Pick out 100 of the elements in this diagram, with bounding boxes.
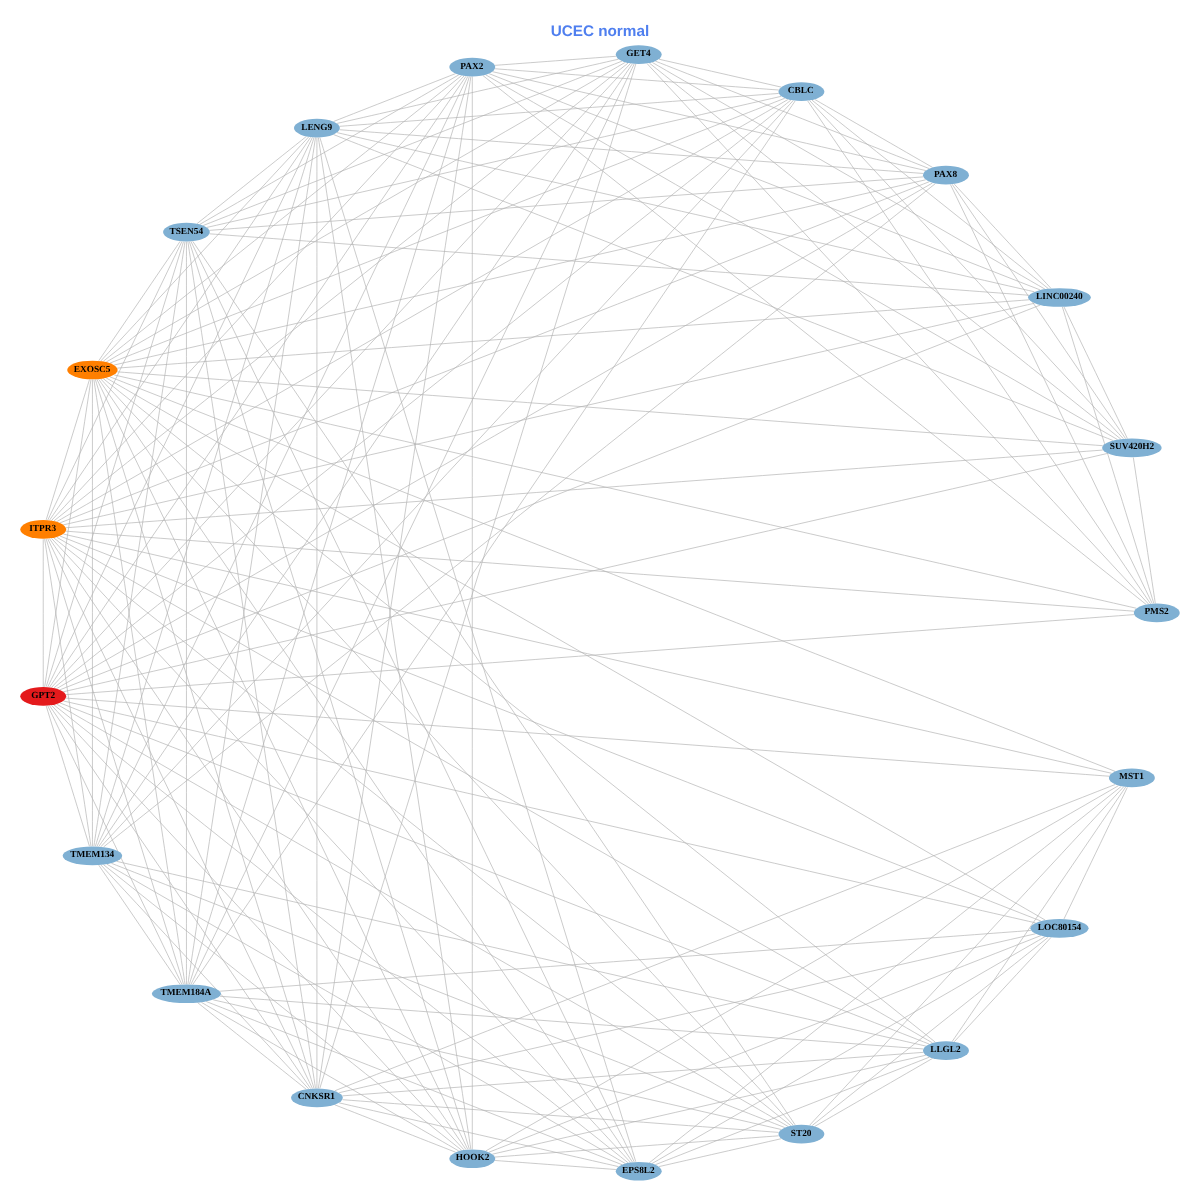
connector bbox=[654, 59, 930, 168]
connector bbox=[53, 703, 629, 1163]
connector bbox=[95, 136, 315, 846]
connector bbox=[219, 929, 1032, 991]
connector bbox=[334, 1103, 456, 1152]
connector bbox=[51, 74, 465, 520]
connector bbox=[209, 232, 1030, 295]
connector bbox=[212, 998, 782, 1129]
connector bbox=[96, 378, 469, 1149]
diagram-title: UCEC normal bbox=[550, 21, 650, 40]
connector bbox=[342, 1098, 779, 1132]
connector bbox=[42, 537, 44, 687]
connector bbox=[950, 183, 1153, 603]
connector bbox=[342, 1051, 924, 1096]
connector bbox=[102, 377, 936, 1042]
connector bbox=[187, 136, 316, 984]
connector bbox=[814, 1057, 933, 1126]
connector bbox=[103, 74, 462, 361]
connector bbox=[109, 96, 786, 363]
connector bbox=[105, 60, 626, 362]
connector bbox=[100, 135, 309, 361]
connector bbox=[1063, 786, 1128, 919]
connector bbox=[658, 1137, 782, 1166]
connector bbox=[49, 136, 311, 520]
connector bbox=[53, 98, 792, 688]
connector bbox=[339, 128, 924, 173]
connector bbox=[96, 75, 469, 846]
connector bbox=[65, 613, 1135, 694]
connector bbox=[47, 704, 183, 984]
connector bbox=[648, 785, 1122, 1163]
connector bbox=[49, 537, 467, 1149]
connector bbox=[92, 378, 93, 846]
connector bbox=[658, 57, 782, 87]
connector bbox=[1133, 456, 1156, 603]
connector bbox=[333, 133, 1114, 440]
connector bbox=[494, 1134, 779, 1157]
connector bbox=[98, 863, 181, 984]
connector bbox=[62, 452, 1108, 692]
connector bbox=[100, 377, 794, 1125]
connector bbox=[189, 240, 470, 1149]
connector bbox=[333, 72, 456, 121]
connector bbox=[109, 375, 1116, 771]
connector bbox=[202, 59, 623, 225]
connector bbox=[44, 378, 92, 687]
connector bbox=[45, 240, 184, 686]
connector bbox=[56, 535, 933, 1043]
connector bbox=[116, 860, 927, 1046]
connector bbox=[59, 303, 1041, 690]
connector bbox=[190, 240, 635, 1162]
connector bbox=[56, 98, 789, 521]
connector bbox=[809, 99, 1124, 439]
connector bbox=[953, 182, 1052, 288]
connector bbox=[190, 62, 635, 984]
connector bbox=[103, 182, 936, 847]
connector bbox=[186, 240, 187, 984]
connector bbox=[45, 537, 184, 984]
connector bbox=[44, 537, 92, 846]
connector bbox=[494, 54, 617, 65]
connector bbox=[199, 73, 460, 224]
connector bbox=[338, 932, 1036, 1093]
connector bbox=[655, 1055, 930, 1164]
connector bbox=[103, 863, 462, 1150]
connector bbox=[648, 61, 1122, 439]
connector bbox=[59, 180, 930, 523]
connector bbox=[98, 239, 181, 361]
connector bbox=[951, 182, 1126, 438]
connector bbox=[209, 175, 924, 230]
connector bbox=[192, 99, 796, 984]
connector bbox=[192, 239, 796, 1125]
connector bbox=[471, 75, 473, 1149]
connector bbox=[951, 785, 1126, 1041]
connector bbox=[47, 537, 313, 1088]
connector bbox=[116, 298, 1030, 368]
connector bbox=[47, 136, 313, 687]
connector bbox=[65, 448, 1104, 528]
connector bbox=[953, 936, 1052, 1042]
connector bbox=[814, 98, 933, 167]
connector bbox=[113, 178, 926, 365]
connector bbox=[98, 377, 633, 1162]
connector bbox=[45, 378, 90, 520]
connector bbox=[106, 862, 626, 1163]
connector bbox=[53, 536, 792, 1125]
connector bbox=[1063, 305, 1128, 438]
connector bbox=[49, 704, 311, 1088]
connector bbox=[494, 67, 780, 90]
connector bbox=[316, 136, 318, 1088]
connector bbox=[65, 529, 1135, 611]
connector bbox=[334, 783, 1116, 1091]
connector bbox=[206, 94, 782, 227]
connector bbox=[62, 301, 1035, 525]
connector bbox=[56, 702, 789, 1126]
connector bbox=[111, 861, 785, 1127]
connector bbox=[1062, 305, 1155, 603]
connector bbox=[105, 376, 1046, 920]
connector bbox=[485, 784, 1119, 1151]
connector bbox=[62, 532, 1113, 773]
connector bbox=[646, 62, 1149, 604]
connector bbox=[482, 74, 1147, 604]
connector bbox=[51, 62, 631, 687]
connector bbox=[197, 1001, 307, 1089]
